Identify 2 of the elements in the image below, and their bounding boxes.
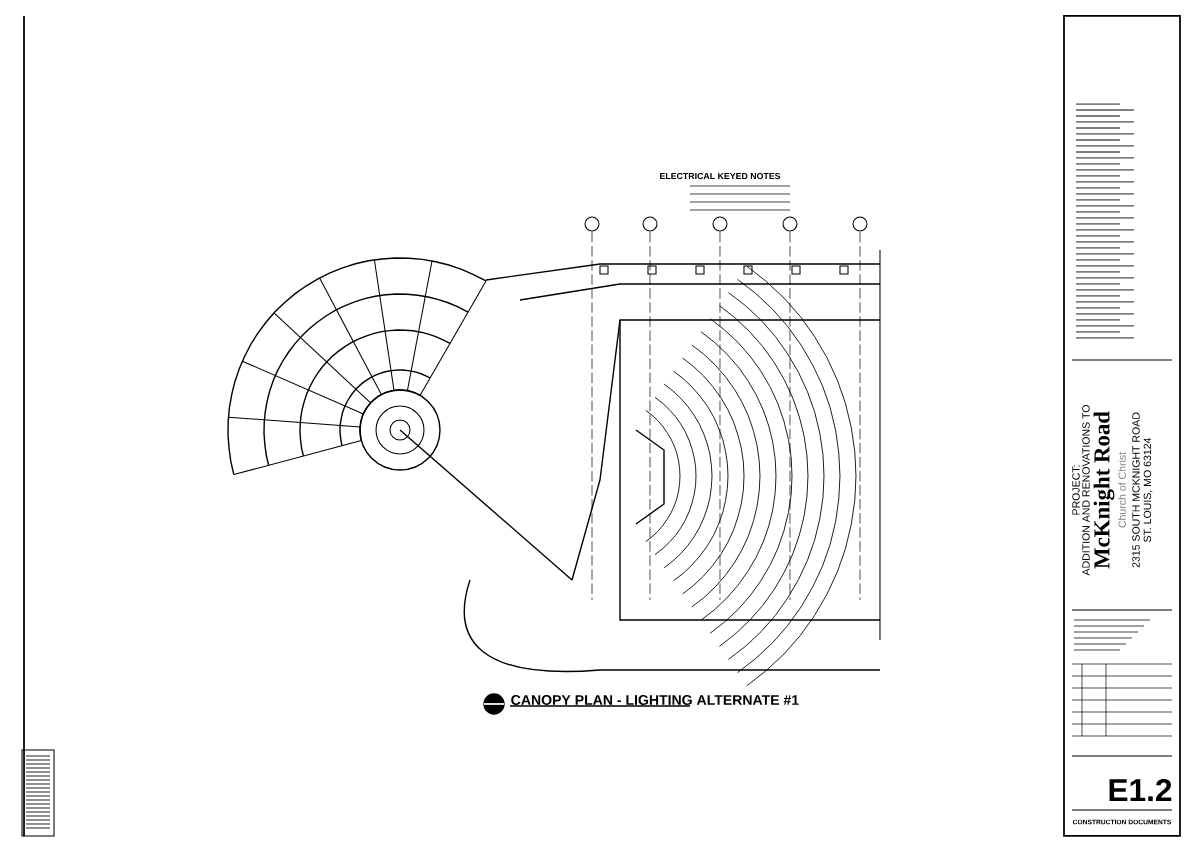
project-name: McKnight Road <box>1093 411 1115 569</box>
sheet-number: E1.2 <box>1109 778 1172 801</box>
